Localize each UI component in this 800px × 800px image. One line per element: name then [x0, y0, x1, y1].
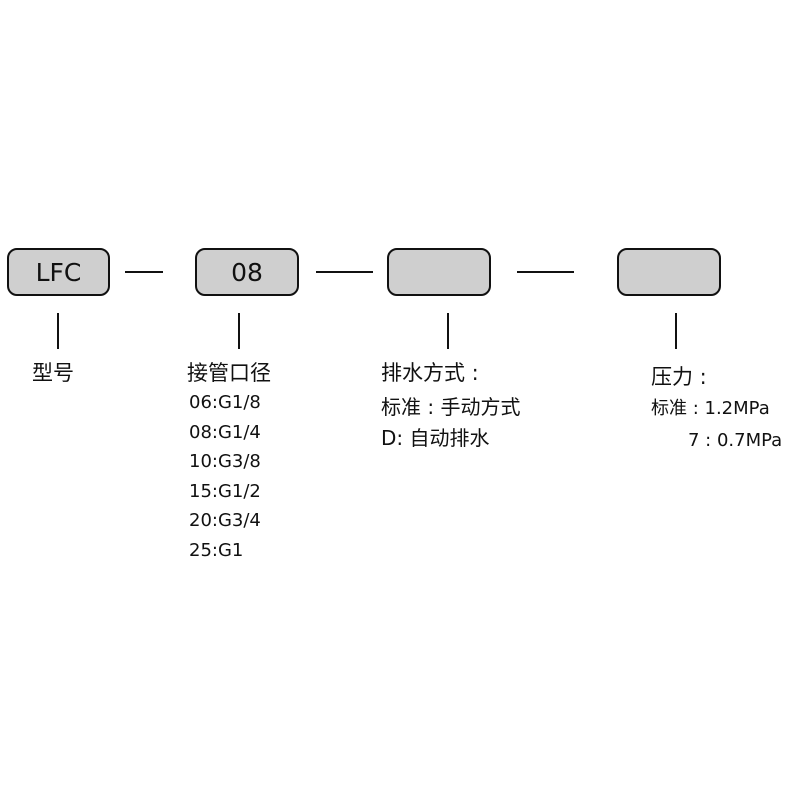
pressure-options: 标准 : 1.2MPa 7 : 0.7MPa: [651, 393, 782, 457]
list-item: 10:G3/8: [189, 451, 261, 472]
connector-line: [238, 313, 240, 349]
list-item: 标准 : 1.2MPa: [651, 398, 770, 419]
port-size-code-box: 08: [195, 248, 299, 296]
port-size-options: 06:G1/8 08:G1/4 10:G3/8 15:G1/2 20:G3/4 …: [189, 388, 261, 565]
pressure-label: 压力 :: [651, 365, 707, 389]
list-item: 20:G3/4: [189, 510, 261, 531]
connector-line: [675, 313, 677, 349]
model-code-box: LFC: [7, 248, 110, 296]
list-item: 08:G1/4: [189, 421, 261, 443]
drain-method-code-box: [387, 248, 491, 296]
port-size-label: 接管口径: [187, 361, 271, 385]
separator-dash: [517, 271, 574, 273]
connector-line: [57, 313, 59, 349]
list-item: 标准 : 手动方式: [381, 395, 521, 419]
list-item: 15:G1/2: [189, 480, 261, 502]
list-item: 06:G1/8: [189, 392, 261, 413]
separator-dash: [125, 271, 163, 273]
list-item: D: 自动排水: [381, 426, 490, 450]
drain-method-options: 标准 : 手动方式 D: 自动排水: [381, 392, 520, 454]
list-item: 7 : 0.7MPa: [688, 430, 783, 451]
model-code-text: LFC: [35, 257, 82, 287]
port-size-code-text: 08: [231, 257, 263, 287]
model-label: 型号: [32, 361, 74, 385]
connector-line: [447, 313, 449, 349]
separator-dash: [316, 271, 373, 273]
pressure-code-box: [617, 248, 721, 296]
drain-method-label: 排水方式 :: [381, 361, 479, 385]
list-item: 25:G1: [189, 539, 244, 561]
